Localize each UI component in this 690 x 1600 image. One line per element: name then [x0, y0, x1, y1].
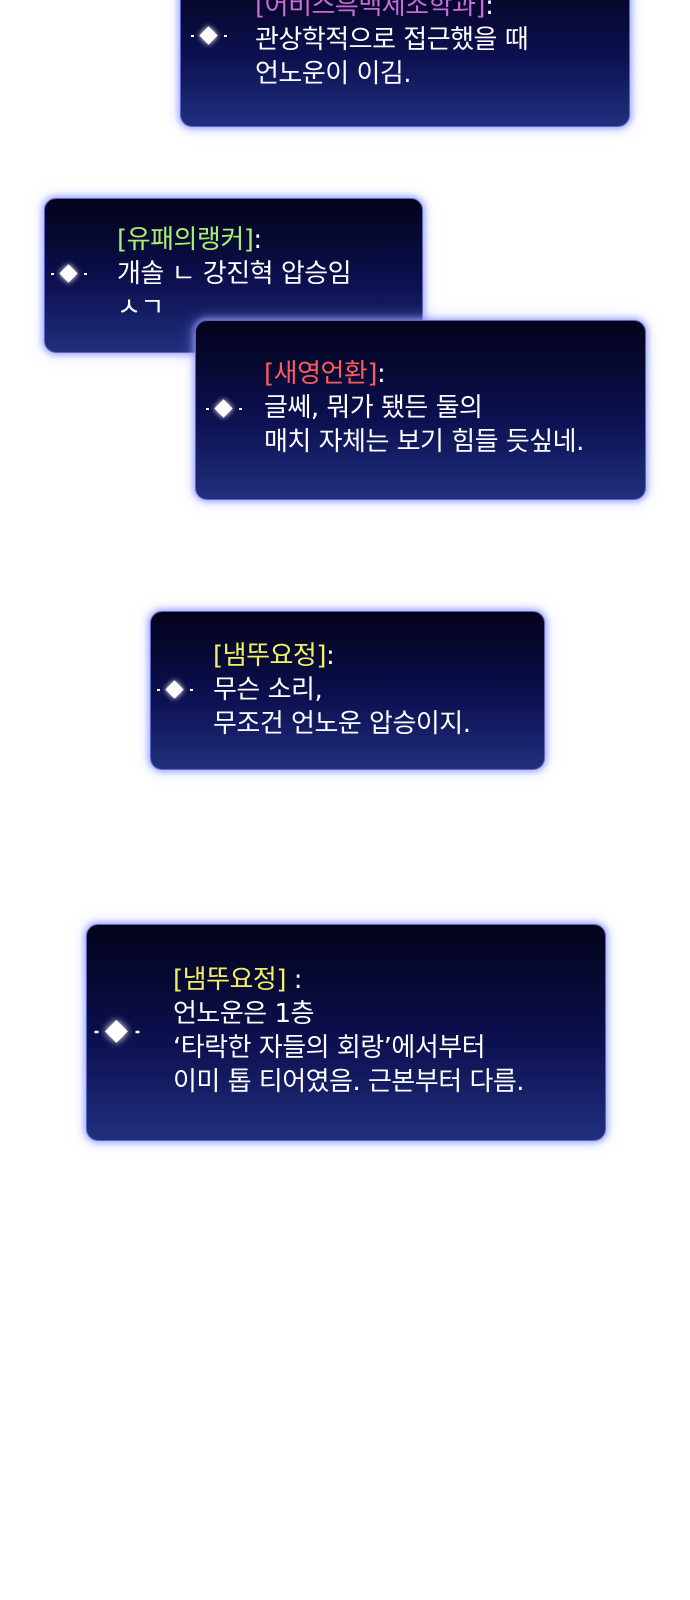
username: [유패의랭커]: [117, 225, 262, 255]
message-line: 글쎄, 뭐가 됐든 둘의 [264, 393, 483, 423]
diamond-icon [206, 399, 242, 419]
diamond-icon [157, 680, 193, 700]
message-line: ‘타락한 자들의 회랑’에서부터 [173, 1033, 486, 1063]
chat-bubble-4: [냄뚜요정]: 무슨 소리, 무조건 언노운 압승이지. [150, 611, 545, 770]
diamond-icon [191, 26, 227, 46]
message-line: 언노운은 1층 [173, 999, 314, 1029]
message-line: 관상학적으로 접근했을 때 [255, 25, 529, 55]
diamond-icon [51, 264, 87, 284]
message-line: ㅅㄱ [117, 293, 164, 323]
chat-bubble-3: [새영언환]: 글쎄, 뭐가 됐든 둘의 매치 자체는 보기 힘들 듯싶네. [195, 320, 646, 500]
message-line: 매치 자체는 보기 힘들 듯싶네. [264, 427, 584, 457]
message-line: 개솔 ㄴ 강진혁 압승임 [117, 259, 352, 289]
username: [냄뚜요정]: [213, 641, 335, 671]
chat-bubble-5: [냄뚜요정] : 언노운은 1층 ‘타락한 자들의 회랑’에서부터 이미 톱 티… [86, 924, 606, 1141]
message-line: 무슨 소리, [213, 675, 323, 705]
message-line: 언노운이 이김. [255, 59, 412, 89]
chat-bubble-1: [어비스흑백제조학과]: 관상학적으로 접근했을 때 언노운이 이김. [180, 0, 630, 127]
username: [새영언환]: [264, 359, 386, 389]
diamond-icon [94, 1020, 140, 1045]
message-line: 이미 톱 티어였음. 근본부터 다름. [173, 1067, 525, 1097]
message-line: 무조건 언노운 압승이지. [213, 709, 471, 739]
username: [어비스흑백제조학과]: [255, 0, 494, 21]
username: [냄뚜요정] : [173, 965, 303, 995]
